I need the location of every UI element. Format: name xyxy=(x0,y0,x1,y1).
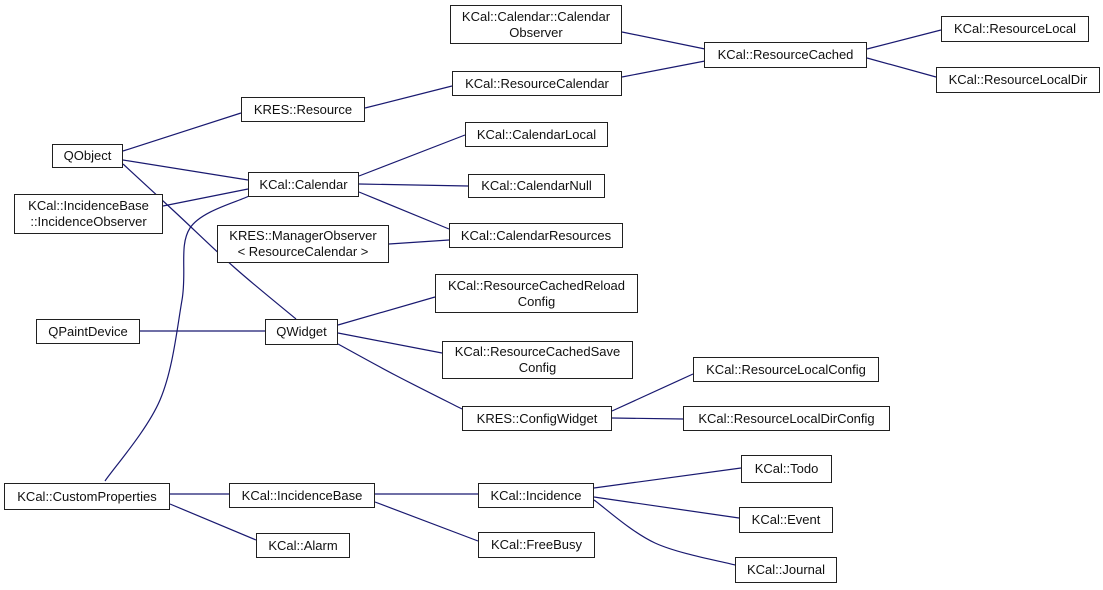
inheritance-edge-calendar-resources-to-manager-observer xyxy=(388,239,450,245)
inheritance-edge-journal-to-incidence xyxy=(593,499,736,566)
inheritance-edge-kres-resource-to-qobject xyxy=(122,112,242,152)
class-node-resource-calendar[interactable]: KCal::ResourceCalendar xyxy=(452,71,622,96)
class-node-journal[interactable]: KCal::Journal xyxy=(735,557,837,583)
inheritance-edge-reload-config-to-qwidget xyxy=(337,296,436,326)
inheritance-edge-resource-calendar-to-kres-resource xyxy=(364,85,453,109)
class-node-kres-resource[interactable]: KRES::Resource xyxy=(241,97,365,122)
inheritance-edge-resource-local-to-resource-cached xyxy=(866,29,942,50)
inheritance-edge-qwidget-to-qobject xyxy=(122,163,297,320)
inheritance-edge-config-widget-to-qwidget xyxy=(337,343,463,410)
class-node-resource-local[interactable]: KCal::ResourceLocal xyxy=(941,16,1089,42)
inheritance-edge-alarm-to-custom-properties xyxy=(169,503,257,541)
class-node-incidence[interactable]: KCal::Incidence xyxy=(478,483,594,508)
class-node-qobject[interactable]: QObject xyxy=(52,144,123,168)
inheritance-edge-calendar-resources-to-calendar xyxy=(358,191,450,230)
inheritance-edge-calendar-to-qobject xyxy=(122,159,249,181)
class-node-incidence-observer[interactable]: KCal::IncidenceBase ::IncidenceObserver xyxy=(14,194,163,234)
inheritance-edge-resource-cached-to-resource-calendar xyxy=(621,60,706,78)
inheritance-edge-calendar-to-custom-properties xyxy=(104,195,250,482)
class-node-alarm[interactable]: KCal::Alarm xyxy=(256,533,350,558)
class-node-qwidget[interactable]: QWidget xyxy=(265,319,338,345)
class-node-calendar-resources[interactable]: KCal::CalendarResources xyxy=(449,223,623,248)
class-node-calendar-null[interactable]: KCal::CalendarNull xyxy=(468,174,605,198)
class-node-calendar-local[interactable]: KCal::CalendarLocal xyxy=(465,122,608,147)
class-node-custom-properties[interactable]: KCal::CustomProperties xyxy=(4,483,170,510)
class-node-resource-cached[interactable]: KCal::ResourceCached xyxy=(704,42,867,68)
class-node-resource-local-config[interactable]: KCal::ResourceLocalConfig xyxy=(693,357,879,382)
inheritance-edge-event-to-incidence xyxy=(593,496,740,519)
inheritance-edge-resource-local-dir-to-resource-cached xyxy=(866,57,937,78)
inheritance-edge-calendar-to-incidence-observer xyxy=(162,188,249,207)
inheritance-edge-resource-local-config-to-config-widget xyxy=(611,373,694,412)
inheritance-edge-calendar-local-to-calendar xyxy=(358,134,466,177)
class-node-cal-observer[interactable]: KCal::Calendar::Calendar Observer xyxy=(450,5,622,44)
class-node-qpaintdevice[interactable]: QPaintDevice xyxy=(36,319,140,344)
class-node-save-config[interactable]: KCal::ResourceCachedSave Config xyxy=(442,341,633,379)
inheritance-edge-todo-to-incidence xyxy=(593,467,742,489)
class-node-reload-config[interactable]: KCal::ResourceCachedReload Config xyxy=(435,274,638,313)
inheritance-edge-calendar-null-to-calendar xyxy=(358,183,469,187)
class-node-todo[interactable]: KCal::Todo xyxy=(741,455,832,483)
class-node-calendar[interactable]: KCal::Calendar xyxy=(248,172,359,197)
inheritance-edges xyxy=(104,29,942,566)
inheritance-edge-save-config-to-qwidget xyxy=(337,332,443,354)
class-node-incidence-base[interactable]: KCal::IncidenceBase xyxy=(229,483,375,508)
class-node-config-widget[interactable]: KRES::ConfigWidget xyxy=(462,406,612,431)
inheritance-edge-resource-cached-to-cal-observer xyxy=(621,31,706,50)
class-node-event[interactable]: KCal::Event xyxy=(739,507,833,533)
class-node-manager-observer[interactable]: KRES::ManagerObserver < ResourceCalendar… xyxy=(217,225,389,263)
inheritance-edge-free-busy-to-incidence-base xyxy=(374,501,479,542)
inheritance-edge-resource-local-dir-config-to-config-widget xyxy=(611,417,684,420)
class-node-resource-local-dir[interactable]: KCal::ResourceLocalDir xyxy=(936,67,1100,93)
class-node-resource-local-dir-config[interactable]: KCal::ResourceLocalDirConfig xyxy=(683,406,890,431)
class-node-free-busy[interactable]: KCal::FreeBusy xyxy=(478,532,595,558)
